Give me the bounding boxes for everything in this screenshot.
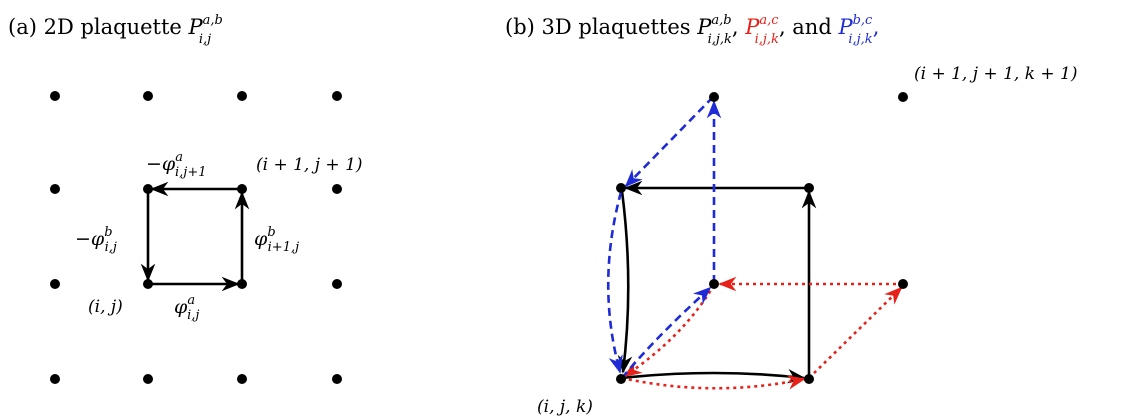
plaquette-2d-edges xyxy=(140,181,250,292)
lattice-point xyxy=(332,91,342,101)
lattice-point xyxy=(50,91,60,101)
panel-b-p1-sub: i,j,k xyxy=(708,32,732,47)
lattice-point xyxy=(50,374,60,384)
panel-b-p1-symbol: P xyxy=(696,15,712,39)
panel-b-p2-sup: a,c xyxy=(759,13,779,28)
edge-ac-bottom-arrow xyxy=(621,375,806,390)
edge-ac-left-arrow xyxy=(623,284,716,378)
lattice-point xyxy=(50,184,60,194)
edge-ab-bottom-arrow xyxy=(621,368,806,384)
lattice-point xyxy=(143,374,153,384)
cube-vertices xyxy=(616,92,908,384)
panel-a-caption-prefix: (a) 2D plaquette xyxy=(8,15,189,39)
cube-vertex xyxy=(804,183,814,193)
cube-vertex xyxy=(898,279,908,289)
lattice-point xyxy=(332,374,342,384)
panel-a-caption-sub: i,j xyxy=(199,32,211,47)
lattice-point xyxy=(332,279,342,289)
cube-vertex xyxy=(616,183,626,193)
edge-ab-left-arrow xyxy=(617,190,633,374)
edge-bc-left-arrow xyxy=(606,191,623,374)
panel-a-caption-sup: a,b xyxy=(203,13,223,28)
cube-opposite-label: (i + 1, j + 1, k + 1) xyxy=(914,64,1078,84)
panel-b-p3-sub: i,j,k xyxy=(848,32,872,47)
edge-bc-top-arrow xyxy=(624,96,714,188)
panel-a: (a) 2D plaquette Pa,b i,j xyxy=(8,13,363,384)
lattice-point xyxy=(50,279,60,289)
lattice-point xyxy=(332,184,342,194)
cube-vertex xyxy=(709,279,719,289)
lattice-point xyxy=(237,374,247,384)
panel-b-p1-sup: a,b xyxy=(711,13,731,28)
panel-b-sep1: , xyxy=(732,15,745,39)
cube-vertex xyxy=(804,374,814,384)
corner-opposite-label: (i + 1, j + 1) xyxy=(256,155,363,175)
panel-a-caption-symbol: P xyxy=(188,15,204,39)
panel-b-sep3: , xyxy=(873,15,880,39)
edge-ac-right-arrow xyxy=(808,286,903,379)
edge-bc-bottom-arrow xyxy=(620,286,712,379)
plaquette-bc xyxy=(606,96,722,379)
panel-b-sep2: , and xyxy=(779,15,839,39)
plaquette-ac xyxy=(621,276,903,390)
cube-vertex xyxy=(709,92,719,102)
panel-b-p2-sub: i,j,k xyxy=(755,32,779,47)
panel-b-p3-symbol: P xyxy=(837,15,853,39)
panel-b-p3-sup: b,c xyxy=(853,13,873,28)
panel-b-p2-symbol: P xyxy=(744,15,760,39)
cube-origin-label: (i, j, k) xyxy=(537,397,593,417)
panel-a-caption: (a) 2D plaquette Pa,b i,j xyxy=(8,13,223,47)
cube-vertex xyxy=(898,92,908,102)
lattice-point xyxy=(143,91,153,101)
cube-vertex xyxy=(616,374,626,384)
lattice-point xyxy=(237,91,247,101)
panel-b-caption-prefix: (b) 3D plaquettes xyxy=(505,15,697,39)
corner-origin-label: (i, j) xyxy=(88,297,123,317)
